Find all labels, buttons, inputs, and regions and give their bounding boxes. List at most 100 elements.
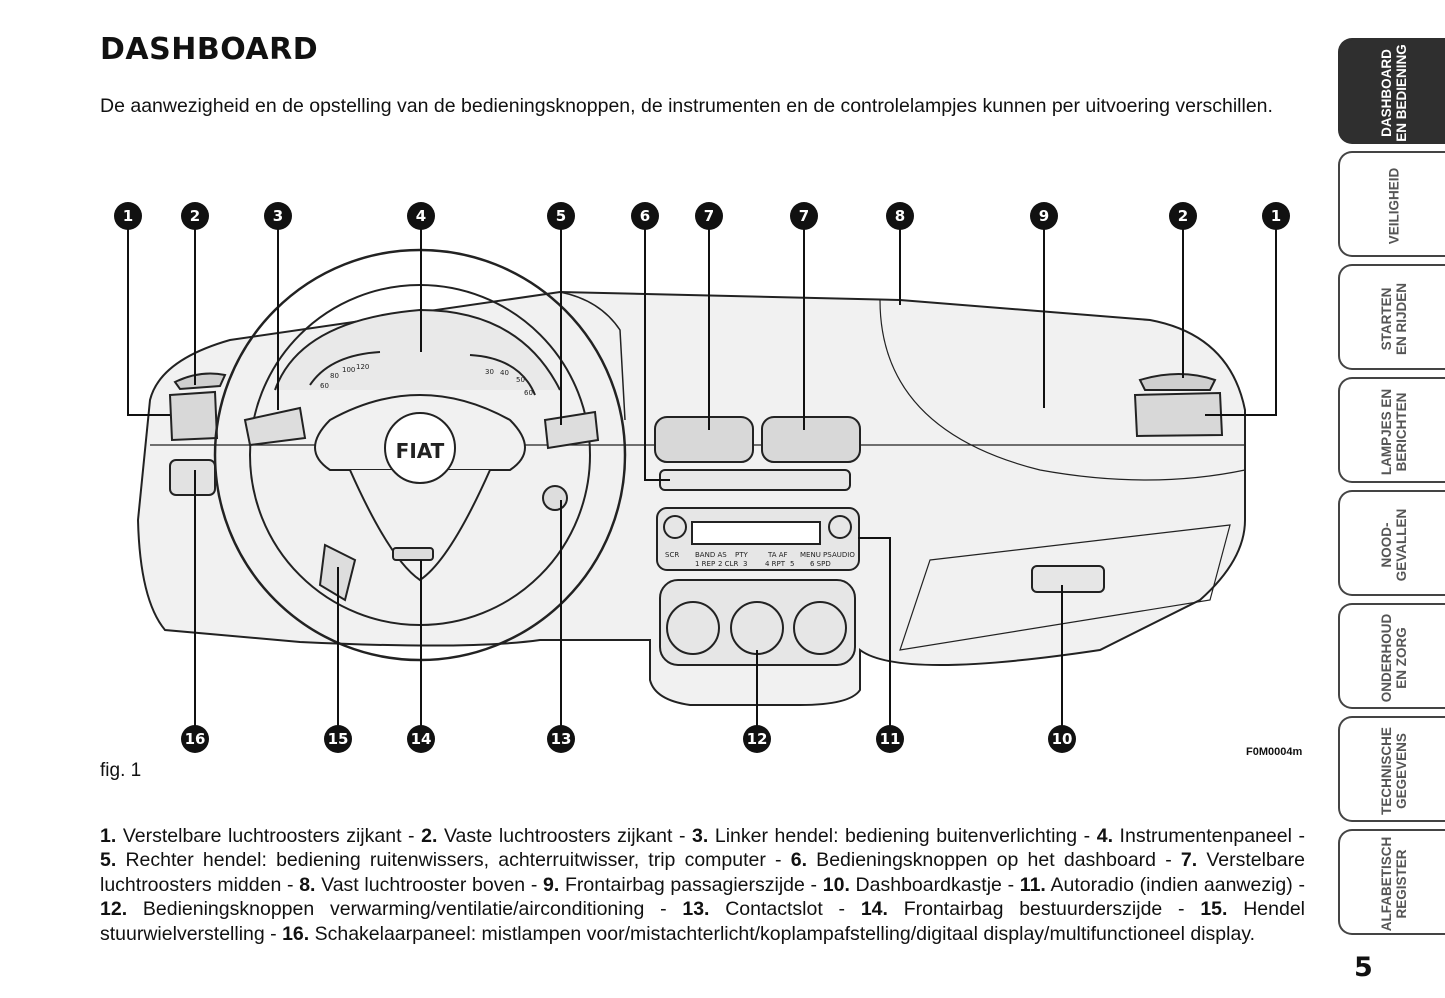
radio-button-label: SCR [665,551,679,559]
legend-text: Autoradio (indien aanwezig) - [1045,873,1305,896]
radio-preset-label: 4 RPT [765,560,786,568]
callout-number: 2 [190,207,200,225]
tab-label: ONDERHOUD EN ZORG [1379,613,1409,703]
speedo-tick: 30 [485,368,494,376]
callout-marker: 16 [181,725,209,753]
tab-label: VEILIGHEID [1386,167,1402,245]
radio-button-label: MENU PS [800,551,832,559]
callout-marker: 6 [631,202,659,230]
legend-number: 16. [282,922,310,945]
callout-number: 16 [185,730,206,748]
legend-number: 8. [299,873,316,896]
legend-text: Rechter hendel: bediening ruitenwissers,… [116,849,791,872]
dashboard-drawing [136,248,1246,706]
page-title: DASHBOARD [100,32,319,67]
steering-logo: FIAT [396,439,445,463]
legend-text: Linker hendel: bediening buitenverlichti… [708,825,1097,847]
callout-number: 3 [273,207,283,225]
callout-marker: 2 [181,202,209,230]
tab-label: DASHBOARD EN BEDIENING [1379,44,1409,142]
leader-lines [127,228,1277,727]
callout-number: 6 [640,207,650,225]
tab-dashboard-en-bediening[interactable]: DASHBOARD EN BEDIENING [1338,38,1445,144]
callout-number: 13 [551,730,572,748]
callout-number: 12 [747,730,768,748]
callout-number: 10 [1052,730,1073,748]
callout-marker: 1 [114,202,142,230]
tab-label: STARTEN EN RIJDEN [1379,282,1409,356]
figure-label: fig. 1 [100,760,142,781]
callout-number: 15 [328,730,349,748]
callout-marker: 5 [547,202,575,230]
callout-number: 7 [799,207,809,225]
tab-label: LAMPJES EN BERICHTEN [1379,388,1409,476]
tab-veiligheid[interactable]: VEILIGHEID [1338,151,1445,257]
legend-number: 6. [790,849,807,872]
legend-text: Frontairbag bestuurderszijde - [887,898,1201,921]
legend-number: 9. [543,873,560,896]
callout-number: 5 [556,207,566,225]
callout-number: 2 [1178,207,1188,225]
callout-marker: 7 [790,202,818,230]
tab-alfabetisch-register[interactable]: ALFABETISCH REGISTER [1338,829,1445,935]
legend-text: Bedieningsknoppen verwarming/ventilatie/… [127,898,683,921]
callouts-bottom: 16 15 14 13 12 11 10 [181,725,1076,753]
legend-text: Contactslot - [709,898,861,921]
callout-number: 4 [416,207,426,225]
callout-number: 1 [1271,207,1281,225]
legend-text: Verstelbare luchtroosters midden - [100,849,1305,896]
speedo-tick: 60 [524,389,533,397]
callout-number: 7 [704,207,714,225]
callouts-top: 1 2 3 4 5 6 7 7 8 9 2 1 [114,202,1290,230]
callout-marker: 12 [743,725,771,753]
callout-marker: 13 [547,725,575,753]
tab-lampjes-en-berichten[interactable]: LAMPJES EN BERICHTEN [1338,377,1445,483]
legend-number: 13. [682,898,710,921]
legend-text: Dashboardkastje - [849,873,1020,896]
legend-text: Instrumentenpaneel - [1113,825,1305,847]
tab-label: ALFABETISCH REGISTER [1379,836,1409,932]
radio-button-label: TA AF [767,551,788,559]
speedo-tick: 40 [500,369,509,377]
tab-noodgevallen[interactable]: NOOD- GEVALLEN [1338,490,1445,596]
callout-marker: 11 [876,725,904,753]
speedo-tick: 100 [342,366,355,374]
page-number: 5 [1354,952,1373,983]
legend-number: 14. [860,898,888,921]
callout-marker: 10 [1048,725,1076,753]
callout-marker: 7 [695,202,723,230]
chapter-tabs: DASHBOARD EN BEDIENING VEILIGHEID STARTE… [1338,38,1445,940]
radio-preset-label: 3 [743,560,747,568]
radio-button-label: BAND AS [695,551,727,559]
intro-paragraph: De aanwezigheid en de opstelling van de … [100,95,1273,117]
callout-marker: 8 [886,202,914,230]
radio-preset-label: 2 CLR [718,560,738,568]
legend-number: 7. [1180,849,1198,872]
legend-text: Frontairbag passagierszijde - [559,873,823,896]
tab-label: NOOD- GEVALLEN [1379,508,1409,582]
tab-starten-en-rijden[interactable]: STARTEN EN RIJDEN [1338,264,1445,370]
tab-technische-gegevens[interactable]: TECHNISCHE GEGEVENS [1338,716,1445,822]
tab-onderhoud-en-zorg[interactable]: ONDERHOUD EN ZORG [1338,603,1445,709]
speedo-tick: 120 [356,363,369,371]
legend-number: 10. [822,873,850,896]
legend-text: Schakelaarpaneel: mistlampen voor/mistac… [309,922,1256,945]
radio-preset-label: 1 REP [695,560,715,568]
legend-number: 4. [1096,825,1113,847]
dashboard-illustration: FIAT SCR BAND AS PTY TA AF MENU PS AUDIO… [114,202,1290,753]
legend-number: 11. [1019,873,1046,896]
legend-number: 5. [100,849,117,872]
callout-number: 9 [1039,207,1049,225]
callout-marker: 2 [1169,202,1197,230]
legend-text: Vast luchtrooster boven - [315,873,544,896]
legend-number: 3. [692,825,709,847]
callout-number: 11 [880,730,901,748]
legend-number: 15. [1200,898,1228,921]
callout-marker: 4 [407,202,435,230]
tab-label: TECHNISCHE GEGEVENS [1379,727,1409,815]
callout-marker: 14 [407,725,435,753]
speedo-tick: 80 [330,372,339,380]
callout-marker: 3 [264,202,292,230]
callout-marker: 15 [324,725,352,753]
callout-marker: 9 [1030,202,1058,230]
